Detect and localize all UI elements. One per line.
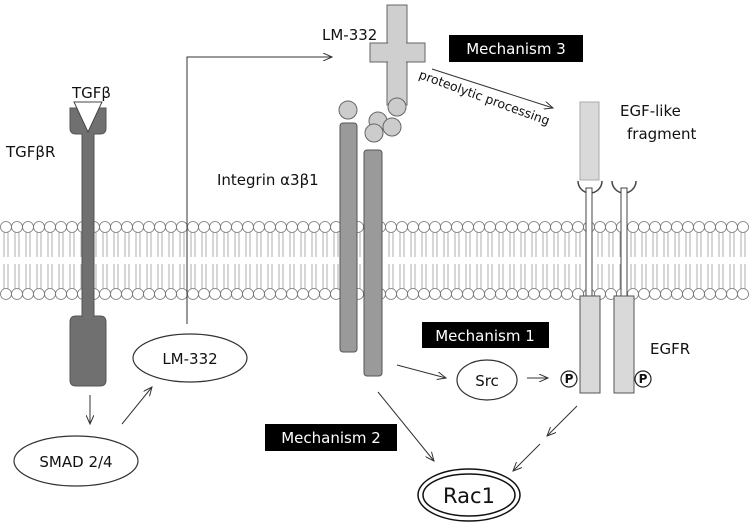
mechanism-2-label: Mechanism 2	[281, 429, 381, 447]
integrin-receptor	[339, 122, 383, 377]
arrow-smad-lm332	[121, 387, 152, 425]
src-node	[456, 359, 518, 401]
mechanism-3-box	[449, 35, 583, 62]
phospho-marker-1	[560, 370, 578, 388]
lm332-oval-label: LM-332	[162, 350, 217, 368]
tgfb-label: TGFβ	[71, 84, 111, 102]
proteolytic-label: proteolytic processing	[417, 67, 552, 128]
rac1-node-inner	[422, 473, 516, 517]
lm332-node	[132, 333, 248, 383]
arrow-integrin-src	[396, 364, 446, 378]
tgfb-ligand	[73, 101, 103, 134]
arrow-proteolytic	[431, 68, 553, 108]
mechanism-1-label: Mechanism 1	[435, 327, 535, 345]
arrow-integrin-rac1	[377, 391, 434, 461]
mechanism-3-label: Mechanism 3	[466, 40, 566, 58]
mechanism-2-box	[265, 424, 397, 451]
lm332-top-label: LM-332	[322, 26, 377, 44]
arrow-egfr-rac1	[513, 443, 541, 471]
phospho-marker-2	[634, 370, 652, 388]
rac1-label: Rac1	[443, 484, 495, 508]
arrow-lm332-secreted	[186, 57, 332, 324]
smad-label: SMAD 2/4	[39, 453, 112, 471]
egf-like-label-1: EGF-like	[620, 102, 681, 120]
phospho-label-2: P	[639, 372, 648, 386]
egf-like-fragment	[579, 101, 600, 181]
tgfbr-label: TGFβR	[5, 143, 55, 161]
src-label: Src	[475, 372, 499, 390]
lm332-molecule	[338, 4, 426, 143]
egf-like-label-2: fragment	[627, 125, 697, 143]
tgfbr-receptor	[69, 101, 107, 387]
mechanism-1-box	[422, 322, 549, 348]
egfr-receptor	[577, 180, 637, 394]
egfr-label: EGFR	[650, 340, 690, 358]
smad-node	[13, 435, 139, 487]
arrow-egfr-1	[547, 405, 578, 436]
integrin-label: Integrin α3β1	[217, 171, 319, 189]
phospho-label-1: P	[565, 372, 574, 386]
